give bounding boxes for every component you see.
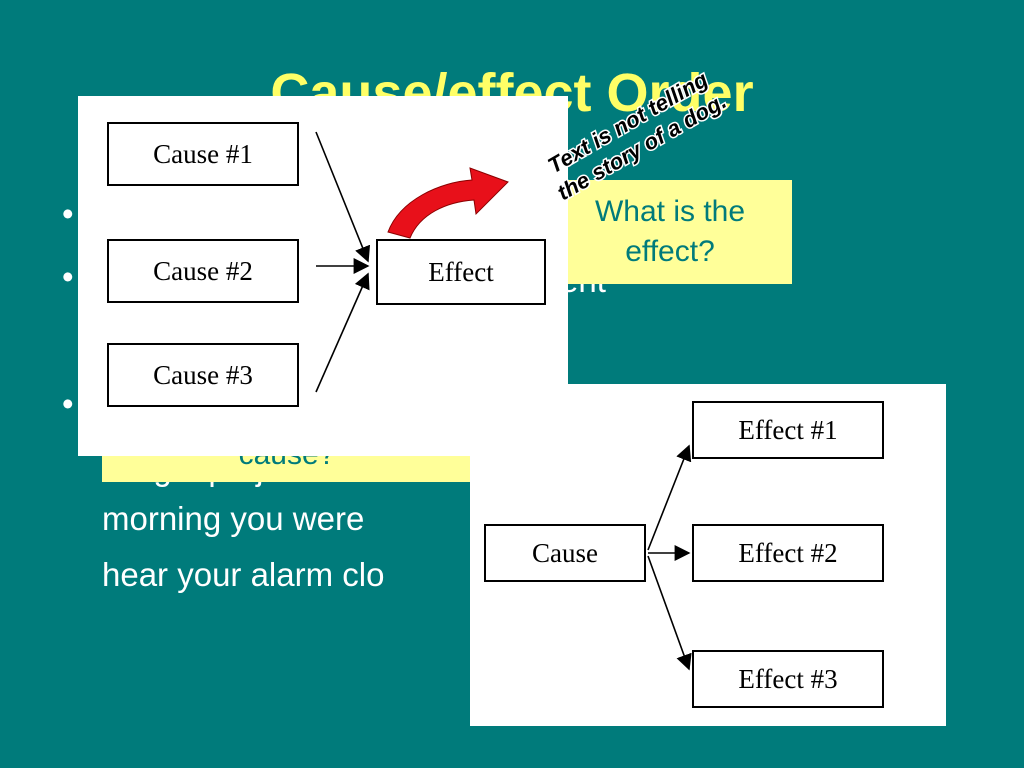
- effect-box: Effect #2: [692, 524, 884, 582]
- bullet-text-fragment: morning you were: [102, 500, 365, 537]
- cause-box: Cause: [484, 524, 646, 582]
- arrow-cause3-effect: [315, 272, 370, 393]
- arrow-cause-effect1: [647, 444, 692, 551]
- dog-annotation: Text is not telling the story of a dog.: [542, 65, 732, 207]
- arrow-cause-effect3: [647, 555, 692, 671]
- red-curved-arrow: [387, 167, 509, 239]
- effect-box: Effect: [376, 239, 546, 305]
- cause-box: Cause #2: [107, 239, 299, 303]
- effect-question-text: What is the effect?: [594, 195, 746, 268]
- one-cause-diagram: Cause Effect #1 Effect #2 Effect #3: [470, 384, 946, 726]
- effect-box: Effect #3: [692, 650, 884, 708]
- arrow-cause1-effect: [315, 131, 371, 263]
- cause-box: Cause #3: [107, 343, 299, 407]
- cause-box: Cause #1: [107, 122, 299, 186]
- bullet-marker: •: [62, 258, 74, 295]
- bullet-marker: •: [62, 195, 74, 232]
- effect-question-note: What is the effect?: [548, 180, 792, 284]
- bullet-marker: •: [62, 385, 74, 422]
- connector-arrows: [647, 444, 692, 671]
- bullet-text-fragment: hear your alarm clo: [102, 556, 385, 593]
- connector-arrows: [315, 131, 371, 393]
- effect-box: Effect #1: [692, 401, 884, 459]
